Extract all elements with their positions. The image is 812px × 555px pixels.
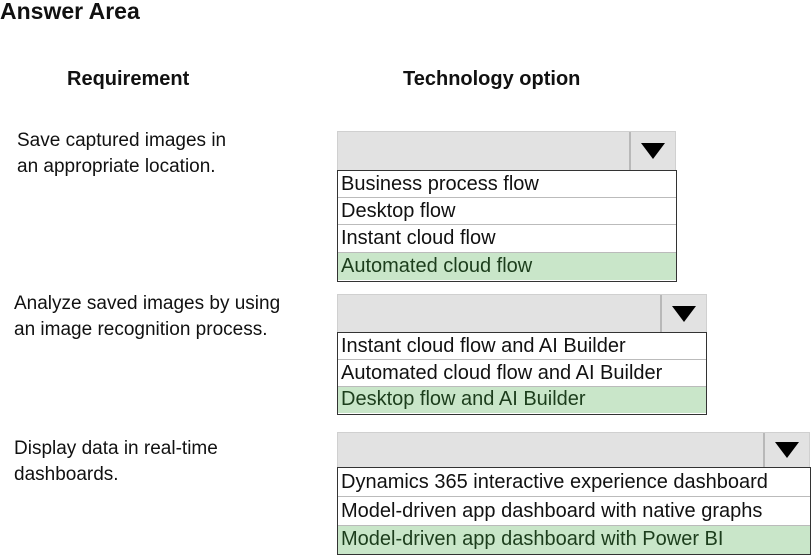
requirement-line: an appropriate location. [17,156,216,177]
dropdown-arrow-button[interactable] [660,295,706,333]
dropdown-3-list: Dynamics 365 interactive experience dash… [337,467,811,555]
requirement-line: Analyze saved images by using [14,293,281,314]
requirement-header: Requirement [67,68,190,90]
dropdown-arrow-button[interactable] [763,433,809,467]
option-selected[interactable]: Desktop flow and AI Builder [338,387,706,413]
dropdown-2[interactable] [337,294,707,334]
option-selected[interactable]: Model-driven app dashboard with Power BI [338,526,810,554]
dropdown-arrow-button[interactable] [629,132,675,170]
dropdown-3[interactable] [337,432,810,468]
chevron-down-icon [775,442,799,458]
option[interactable]: Automated cloud flow and AI Builder [338,360,706,387]
requirement-1: Save captured images in an appropriate l… [17,128,226,180]
requirement-3: Display data in real-time dashboards. [14,436,218,488]
option[interactable]: Business process flow [338,171,676,198]
requirement-line: Save captured images in [17,130,227,151]
option[interactable]: Instant cloud flow [338,225,676,253]
option[interactable]: Model-driven app dashboard with native g… [338,497,810,526]
requirement-line: dashboards. [14,464,119,485]
dropdown-1[interactable] [337,131,676,171]
option[interactable]: Desktop flow [338,198,676,225]
option-selected[interactable]: Automated cloud flow [338,253,676,280]
requirement-2: Analyze saved images by using an image r… [14,291,280,343]
chevron-down-icon [672,306,696,322]
technology-header: Technology option [403,68,581,90]
option[interactable]: Dynamics 365 interactive experience dash… [338,468,810,497]
chevron-down-icon [641,143,665,159]
option[interactable]: Instant cloud flow and AI Builder [338,333,706,360]
dropdown-2-list: Instant cloud flow and AI Builder Automa… [337,332,707,415]
answer-area-title: Answer Area [0,0,140,24]
requirement-line: Display data in real-time [14,438,218,459]
dropdown-1-list: Business process flow Desktop flow Insta… [337,170,677,282]
requirement-line: an image recognition process. [14,319,268,340]
